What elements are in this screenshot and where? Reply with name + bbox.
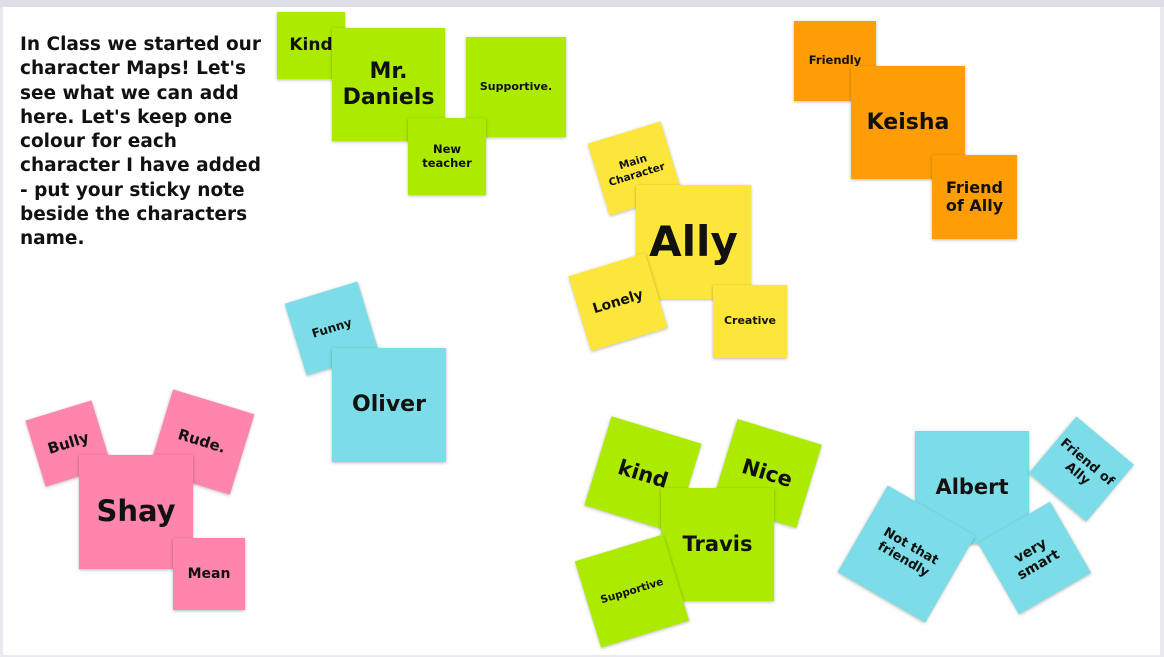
sticky-note-shay-mean[interactable]: Mean bbox=[173, 538, 245, 610]
instructions-text: In Class we started our character Maps! … bbox=[20, 34, 261, 250]
top-border bbox=[0, 0, 1164, 7]
sticky-note-ally-creative[interactable]: Creative bbox=[713, 285, 787, 358]
sticky-note-travis[interactable]: Travis bbox=[661, 488, 774, 601]
sticky-note-ally[interactable]: Ally bbox=[636, 185, 751, 299]
sticky-note-keisha-friend-of-ally[interactable]: Friend of Ally bbox=[932, 155, 1017, 239]
sticky-note-mr-daniels-new-teacher[interactable]: New teacher bbox=[408, 118, 486, 195]
sticky-note-oliver[interactable]: Oliver bbox=[332, 348, 446, 462]
sticky-note-mr-daniels[interactable]: Mr. Daniels bbox=[332, 28, 445, 141]
